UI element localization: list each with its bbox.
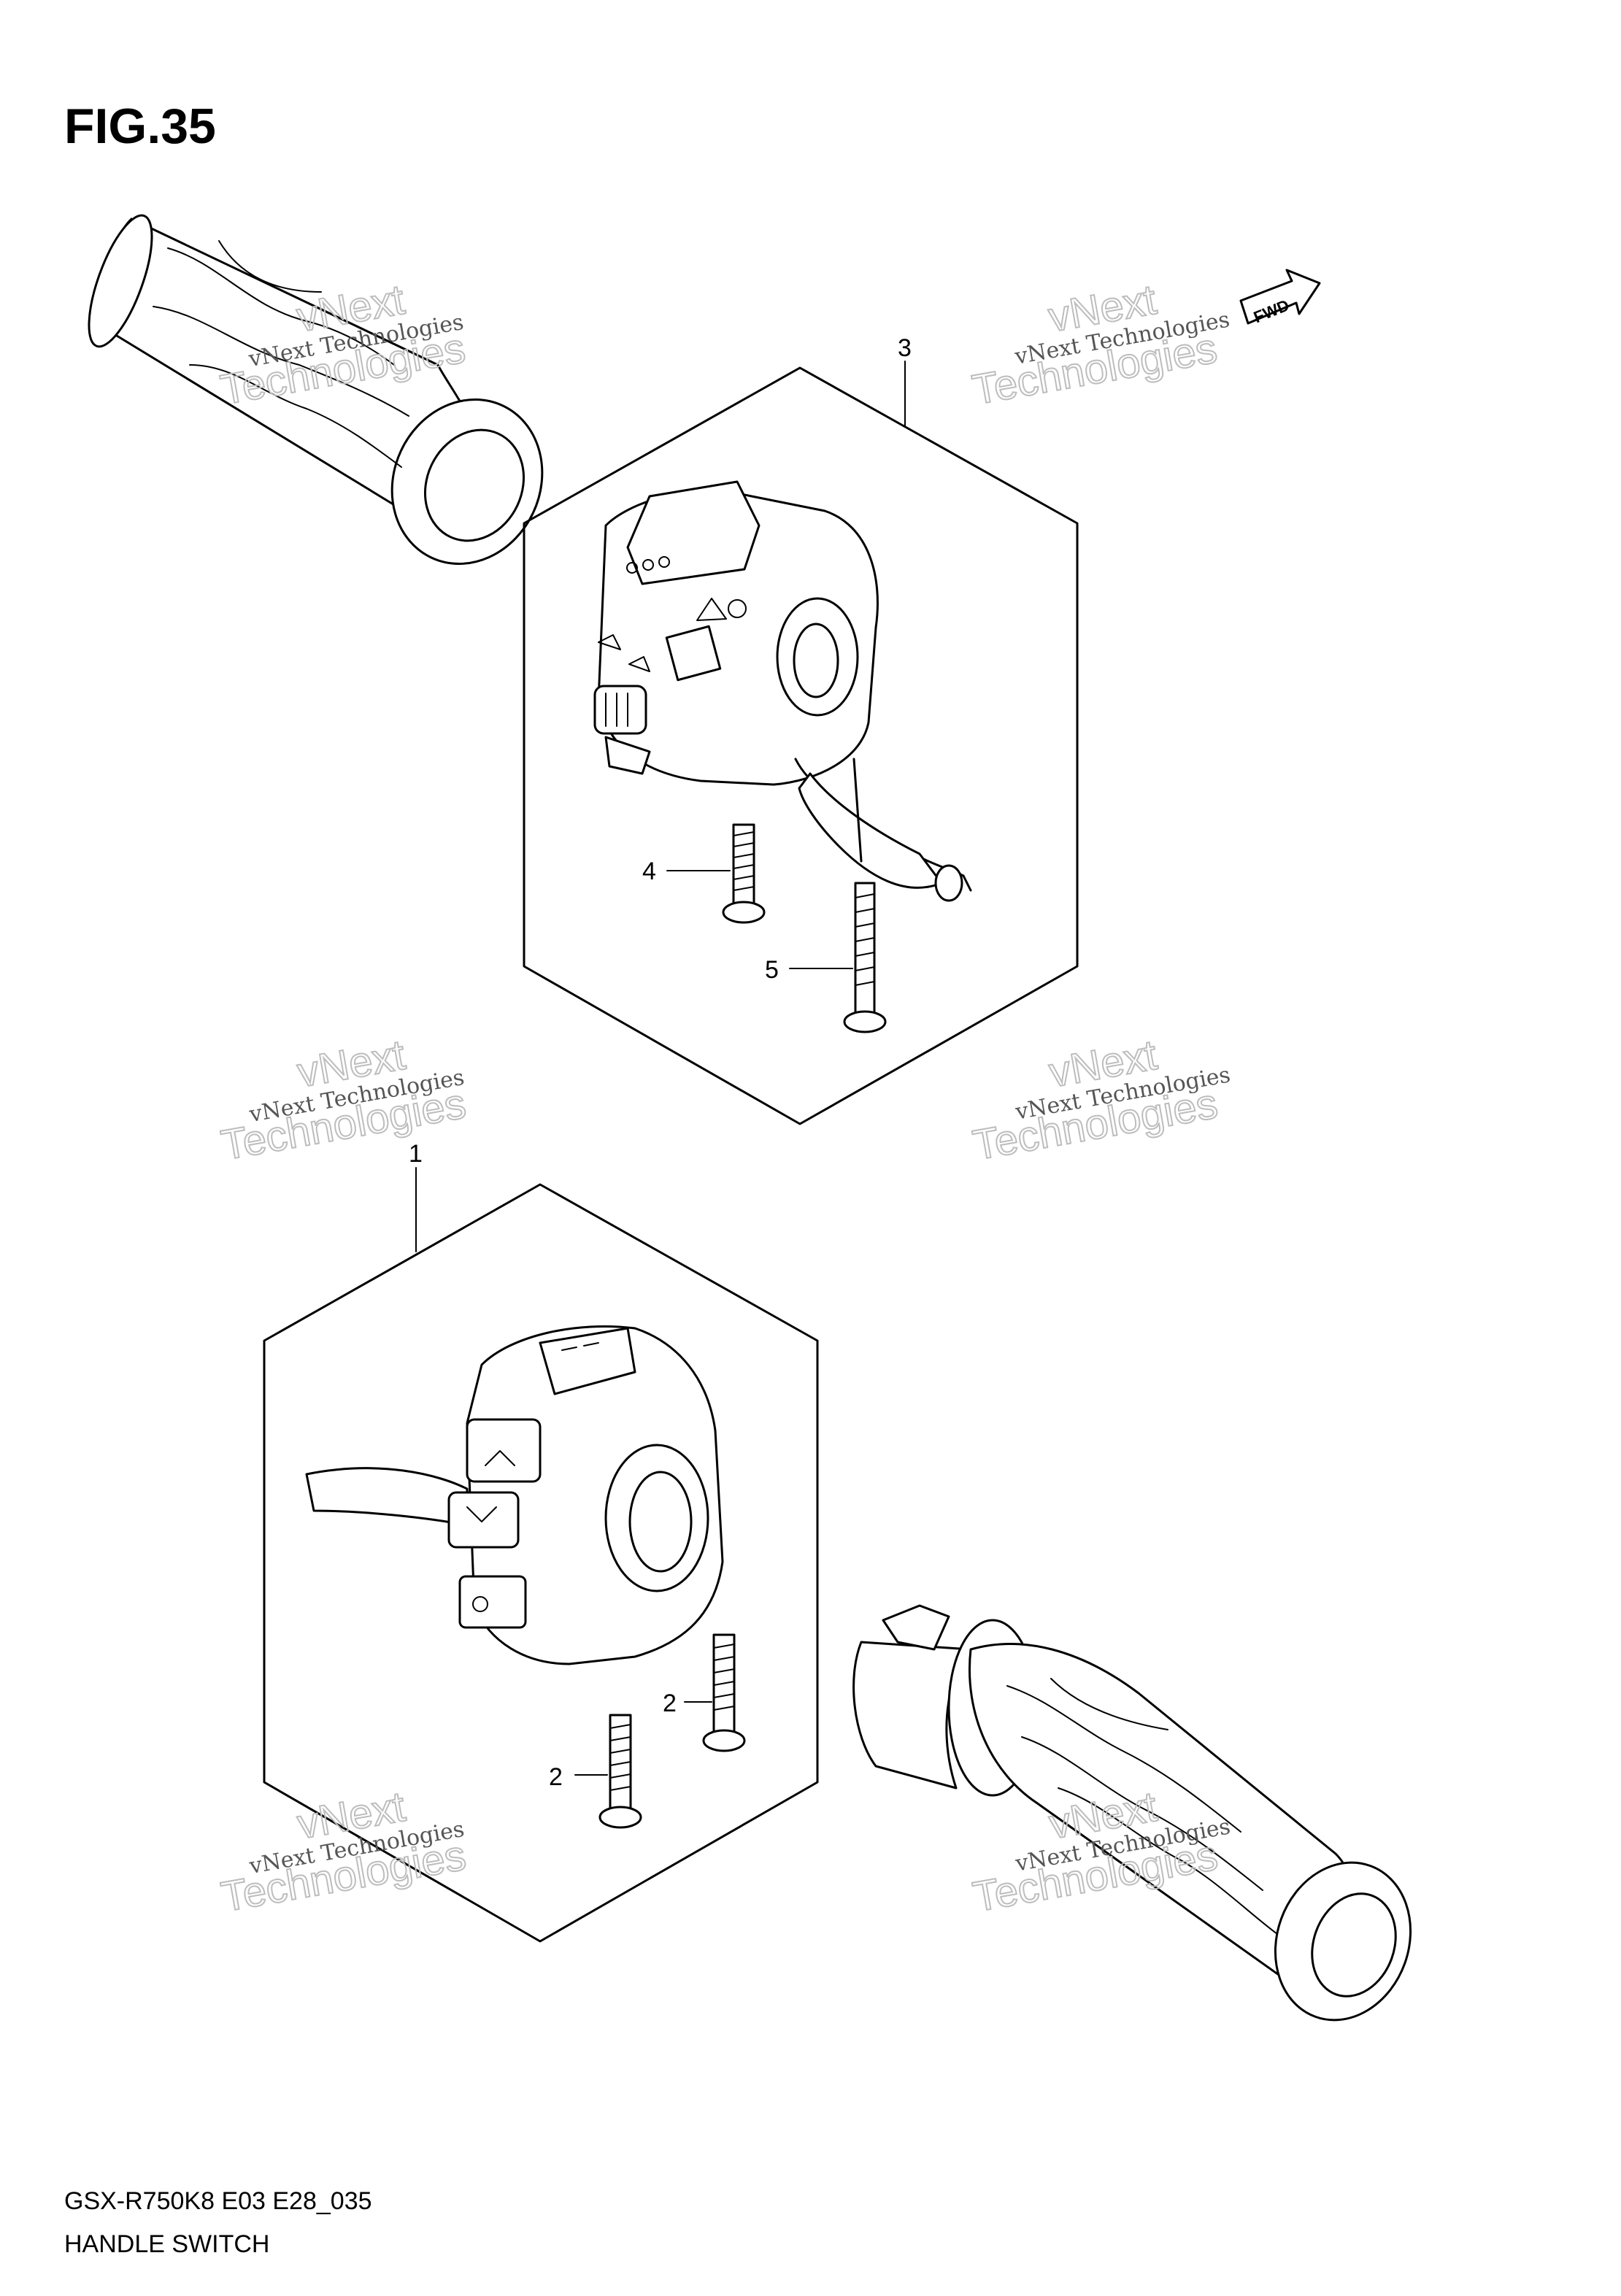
callout-1: 1: [409, 1140, 423, 1168]
right-switch-icon: [593, 480, 972, 902]
left-switch-kit: [263, 1167, 819, 1943]
callout-4: 4: [642, 858, 656, 885]
callout-3: 3: [898, 334, 912, 362]
fwd-arrow-icon: FWD: [1239, 269, 1321, 326]
callout-5: 5: [765, 956, 779, 984]
left-grip-icon: [88, 214, 544, 565]
part-group-title: HANDLE SWITCH: [64, 2230, 269, 2258]
right-grip-icon: [852, 1604, 1412, 2022]
watermark-group-5: vNext Technologies vNext Technologies: [217, 1782, 470, 1922]
figure-title: FIG.35: [64, 99, 216, 154]
watermark-group-4: vNext Technologies vNext Technologies: [969, 1030, 1232, 1170]
callout-2b: 2: [549, 1763, 563, 1791]
watermark-group-3: vNext Technologies vNext Technologies: [217, 1030, 470, 1170]
left-switch-icon: [305, 1325, 724, 1665]
screw-icon: [722, 823, 766, 924]
right-switch-kit: [523, 361, 1079, 1125]
screw-icon: [702, 1633, 746, 1752]
kit-frame-1: [263, 1183, 819, 1943]
model-code: GSX-R750K8 E03 E28_035: [64, 2187, 372, 2215]
screw-icon: [843, 882, 887, 1033]
screw-icon: [598, 1714, 642, 1829]
kit-frame-3: [523, 366, 1079, 1125]
callout-2a: 2: [663, 1690, 677, 1717]
watermark-group-2: vNext Technologies vNext Technologies: [968, 275, 1231, 415]
